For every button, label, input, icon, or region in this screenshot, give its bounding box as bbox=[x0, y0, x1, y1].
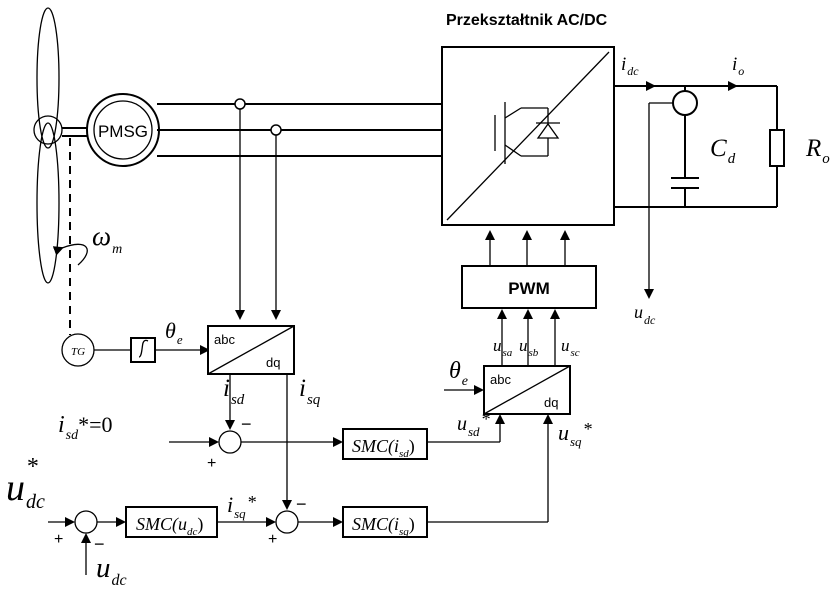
isd-label: isd bbox=[223, 375, 245, 408]
isd-ref-label: isd*=0 bbox=[58, 412, 113, 443]
theta-left-label: θe bbox=[165, 318, 183, 347]
smc-isd-text: SMC(isd) bbox=[352, 436, 415, 460]
sum-junction-udc bbox=[74, 510, 98, 534]
udc-measure-label: udc bbox=[634, 302, 656, 327]
cd-label: Cd bbox=[710, 135, 736, 167]
smc-isd-block bbox=[342, 428, 428, 460]
usq-ref-label: usq* bbox=[558, 419, 593, 449]
theta-right-label: θe bbox=[449, 358, 468, 389]
dq-left-label: dq bbox=[266, 355, 280, 370]
udc-ref-label: udc* bbox=[6, 454, 45, 513]
usd-ref-label: usd* bbox=[457, 409, 491, 439]
usb-label: usb bbox=[519, 336, 539, 359]
smc-isq-text: SMC(isq) bbox=[352, 514, 415, 538]
sum-junction-isd bbox=[218, 430, 242, 454]
smc-isq-block bbox=[342, 506, 428, 538]
tg-branch bbox=[61, 333, 210, 367]
pmsg-generator: PMSG bbox=[86, 93, 160, 167]
usc-label: usc bbox=[561, 336, 580, 359]
omega-label: ωm bbox=[92, 221, 122, 257]
acdc-converter bbox=[441, 46, 615, 226]
pwm-block bbox=[461, 265, 597, 309]
sum-junction-isq bbox=[275, 510, 299, 534]
diagram-title: Przekształtnik AC/DC bbox=[446, 12, 608, 29]
pwm-label: PWM bbox=[508, 279, 550, 298]
minus-sign-isd: − bbox=[241, 414, 252, 434]
dc-circuit bbox=[614, 81, 785, 299]
pwm-outputs bbox=[485, 230, 570, 266]
r-label: Ro bbox=[805, 135, 830, 167]
minus-sign-udc: − bbox=[94, 534, 105, 554]
abc-right-label: abc bbox=[490, 372, 511, 387]
isq-ref-label: isq* bbox=[227, 492, 257, 521]
isq-label: isq bbox=[299, 375, 321, 408]
usa-label: usa bbox=[493, 336, 513, 359]
abc-left-label: abc bbox=[214, 332, 235, 347]
wind-turbine bbox=[33, 7, 88, 335]
three-phase-lines bbox=[157, 98, 442, 320]
smc-udc-text: SMC(udc) bbox=[136, 514, 203, 538]
signal-lines bbox=[48, 309, 560, 575]
smc-udc-block bbox=[125, 506, 218, 538]
idc-label: idc bbox=[621, 54, 639, 78]
dq-right-label: dq bbox=[544, 395, 558, 410]
plus-sign-isd: + bbox=[207, 455, 216, 472]
plus-sign-isq: + bbox=[268, 531, 277, 548]
plus-sign-udc: + bbox=[54, 531, 63, 548]
udc-feedback-label: udc bbox=[96, 552, 127, 589]
tg-label: TG bbox=[71, 346, 85, 358]
minus-sign-isq: − bbox=[296, 494, 307, 514]
io-label: io bbox=[732, 54, 744, 78]
pmsg-label: PMSG bbox=[98, 122, 148, 141]
